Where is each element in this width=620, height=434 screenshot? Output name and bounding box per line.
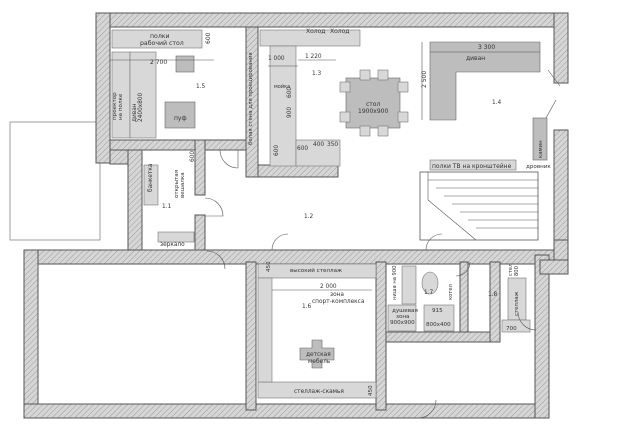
mirror-label: зеркало: [160, 242, 185, 248]
sofa-small-label: диван2400x800: [132, 92, 144, 122]
room-1-8: 1.8: [488, 292, 498, 298]
dim-450-b: 450: [368, 385, 374, 396]
bench-label: банкетка: [148, 163, 154, 192]
furniture: [111, 29, 548, 399]
firewood-label: дровник: [526, 164, 551, 170]
room-1-2: 1.2: [304, 214, 314, 220]
room-1-3: 1.3: [312, 71, 322, 77]
room-1-4: 1.4: [492, 100, 502, 106]
dim-2000: 2 000: [320, 284, 337, 290]
dim-600-d: 600: [297, 146, 308, 152]
dim-3300: 3 300: [478, 44, 495, 51]
shower-shelf-label: ниша на 900: [392, 266, 398, 300]
tv-shelves-label: полки ТВ на кронштейне: [432, 163, 512, 170]
dim-350: 350: [327, 142, 338, 148]
dim-900: 900: [287, 107, 293, 118]
room-1-5: 1.5: [196, 84, 206, 90]
fireplace-label: камин: [538, 140, 544, 158]
room-1-1: 1.1: [162, 204, 172, 210]
dim-600-a: 600: [205, 32, 212, 44]
dimension-lines: [110, 42, 540, 291]
room-1-6: 1.6: [302, 304, 312, 310]
staircase: [419, 171, 539, 241]
dim-450-a: 450: [266, 261, 272, 272]
wall-projection-label: белая стена для проецирования: [248, 52, 254, 145]
heater-label: котел: [448, 284, 454, 300]
projector-label: проекторна полке: [112, 92, 124, 120]
terrace-left: [9, 121, 101, 241]
dim-2500: 2 500: [421, 71, 428, 88]
dim-1220: 1 220: [305, 54, 322, 60]
high-rack-label: высокий стеллаж: [290, 267, 342, 274]
rack-bench-label: стеллаж-скамья: [294, 389, 344, 395]
open-wardrobe-label: открытаявешалка: [174, 170, 186, 198]
dim-800x400: 800х400: [426, 322, 451, 328]
dim-1000: 1 000: [268, 56, 285, 62]
sofa-label: диван: [466, 55, 485, 62]
dim-2700: 2 700: [150, 59, 167, 66]
sink-label: мойка: [274, 83, 290, 90]
dim-600-c: 600: [274, 145, 280, 156]
fridge-label-2: Холод: [330, 28, 349, 35]
rack-800-label: стел800: [508, 264, 520, 276]
dim-915: 915: [432, 308, 443, 314]
outer-walls: [23, 12, 569, 419]
fridge-label-1: Холод: [306, 28, 325, 35]
rack-label: стеллаж: [514, 291, 520, 316]
dim-600-b: 600: [287, 87, 293, 98]
dim-600-e: 600: [190, 151, 196, 162]
room-1-7: 1.7: [424, 290, 434, 296]
doors: [204, 69, 561, 419]
pouf-label: пуф: [174, 115, 187, 122]
interior-walls: [109, 26, 501, 411]
dim-400: 400: [313, 142, 324, 148]
dim-700: 700: [506, 326, 517, 332]
